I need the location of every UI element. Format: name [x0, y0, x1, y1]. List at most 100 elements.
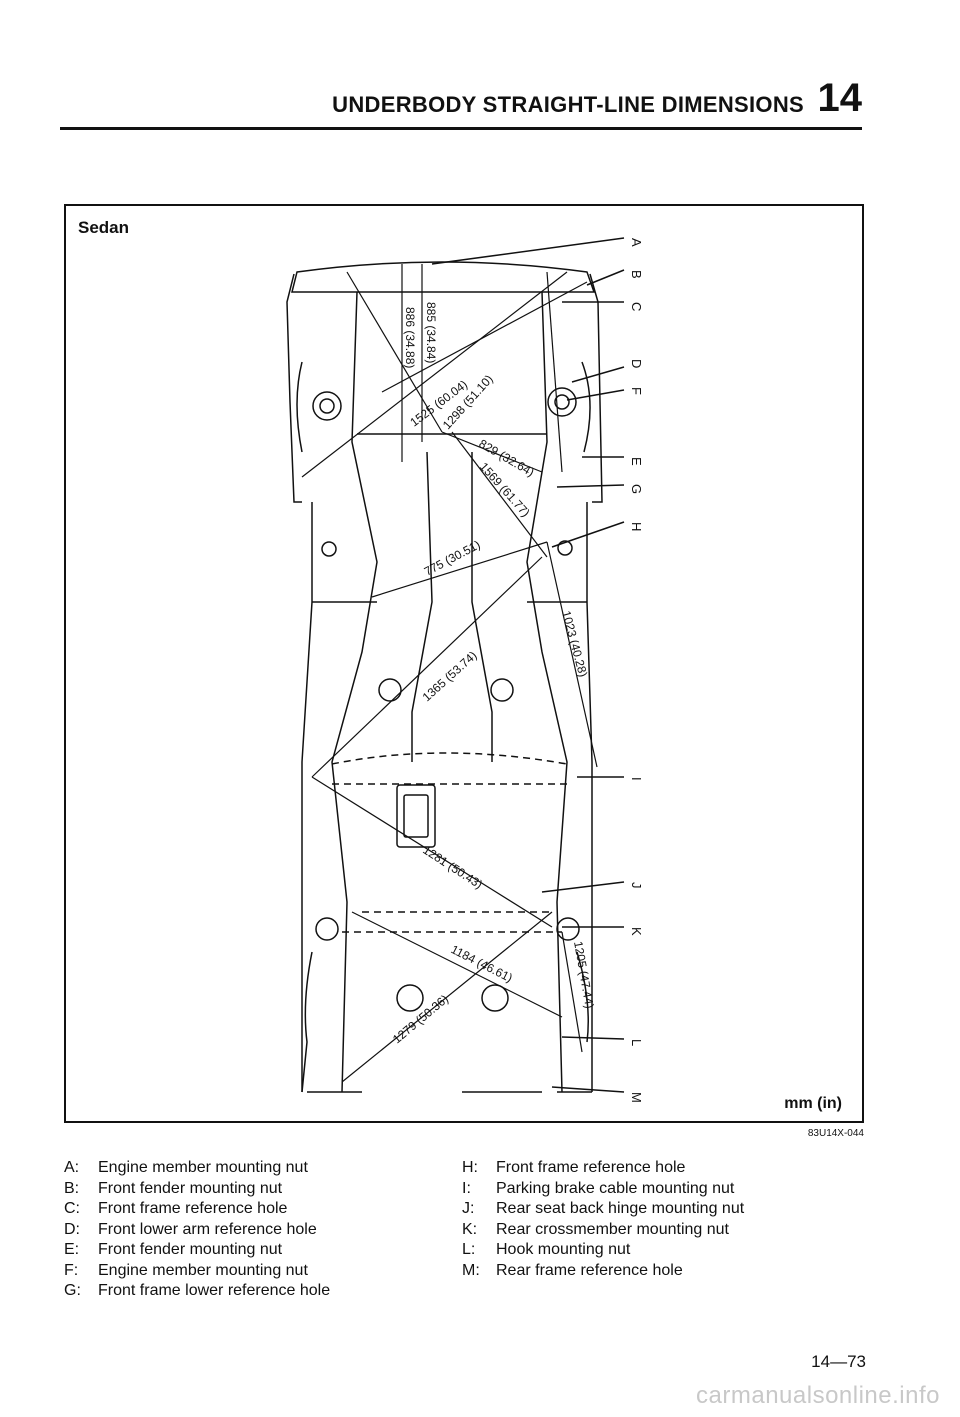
- watermark: carmanualsonline.info: [696, 1382, 940, 1409]
- legend-key: L:: [462, 1241, 476, 1258]
- dimension-label: 1205 (47.44): [571, 940, 597, 1009]
- point-label: G: [629, 484, 644, 494]
- dimension-label: 1281 (50.43): [420, 843, 485, 892]
- dimension-lines: [301, 264, 598, 1083]
- legend-item: A: Engine member mounting nut: [64, 1158, 330, 1179]
- spare-tire-well-inner: [403, 794, 429, 838]
- point-label: C: [629, 302, 644, 311]
- legend-item: J: Rear seat back hinge mounting nut: [462, 1199, 744, 1220]
- hole-rear-left: [315, 917, 339, 941]
- legend-text: Engine member mounting nut: [98, 1159, 308, 1176]
- page-header: UNDERBODY STRAIGHT-LINE DIMENSIONS 14: [60, 76, 863, 130]
- right-front-apron: [589, 273, 603, 503]
- hole-mid-right: [490, 678, 514, 702]
- hole-mid-left: [378, 678, 402, 702]
- rear-floor-dash: [331, 752, 568, 765]
- legend-key: C:: [64, 1200, 80, 1217]
- point-label: B: [629, 270, 644, 279]
- legend-text: Engine member mounting nut: [98, 1261, 308, 1279]
- dimension-label: 885 (34.84): [424, 302, 438, 363]
- left-front-wheel-arch: [296, 361, 303, 453]
- dimension-label: 1279 (50.36): [390, 992, 451, 1046]
- legend-item: K:Rear crossmember mounting nut: [462, 1220, 744, 1241]
- hole-c-left: [312, 391, 342, 421]
- legend-text: Front lower arm reference hole: [98, 1220, 317, 1238]
- hole-c-right-inner: [554, 394, 570, 410]
- right-front-wheel-arch: [581, 361, 591, 453]
- legend-key: I:: [462, 1179, 471, 1197]
- left-frame-rail: [331, 291, 378, 1093]
- figure-label: Sedan: [78, 218, 130, 237]
- legend-key: M:: [462, 1261, 480, 1279]
- spare-tire-well: [396, 784, 436, 848]
- front-crossmember: [291, 261, 596, 293]
- legend-key: G:: [64, 1282, 81, 1299]
- point-label: M: [629, 1092, 644, 1103]
- left-rear-wheel-arch: [301, 951, 313, 1093]
- hole-h-left: [321, 541, 337, 557]
- floor-tunnel-right: [471, 452, 493, 762]
- legend-item: M: Rear frame reference hole: [462, 1261, 744, 1282]
- point-letter-labels: A B C D F E G H I J K L M: [629, 238, 644, 1103]
- figure-frame: Sedan: [64, 204, 864, 1123]
- page-title: UNDERBODY STRAIGHT-LINE DIMENSIONS: [332, 92, 804, 117]
- point-label: F: [629, 387, 644, 395]
- legend-item: E: Front fender mounting nut: [64, 1240, 330, 1261]
- dimension-labels: 885 (34.84) 886 (34.88) 1525 (60.04) 129…: [390, 302, 597, 1046]
- legend-key: D:: [64, 1220, 80, 1238]
- point-label: D: [629, 359, 644, 368]
- point-label: E: [629, 457, 644, 466]
- point-label: K: [629, 927, 644, 936]
- legend-text: Front fender mounting nut: [98, 1179, 283, 1197]
- hole-m-right: [481, 984, 509, 1012]
- hole-c-left-inner: [319, 398, 335, 414]
- page-number: 14—73: [811, 1352, 866, 1371]
- chapter-number: 14: [817, 76, 863, 120]
- legend-item: D: Front lower arm reference hole: [64, 1220, 330, 1241]
- left-side-sill: [301, 502, 313, 1092]
- point-label: H: [629, 522, 644, 531]
- legend-item: C: Front frame reference hole: [64, 1199, 330, 1220]
- legend-text: Rear frame reference hole: [496, 1261, 683, 1279]
- figure-code: 83U14X-044: [807, 1128, 864, 1139]
- legend-key: J:: [462, 1200, 475, 1217]
- dimension-label: 1365 (53.74): [420, 648, 480, 704]
- legend-key: A:: [64, 1159, 80, 1176]
- hole-c-right: [547, 387, 577, 417]
- floor-tunnel: [411, 451, 433, 762]
- left-front-apron: [286, 273, 302, 503]
- legend-item: G: Front frame lower reference hole: [64, 1281, 330, 1302]
- legend-key: E:: [64, 1241, 80, 1258]
- legend-text: Front frame reference hole: [496, 1159, 686, 1176]
- legend-text: Front frame lower reference hole: [98, 1282, 331, 1299]
- point-label: J: [629, 882, 644, 889]
- legend-item: L:Hook mounting nut: [462, 1240, 744, 1261]
- legend-item: I: Parking brake cable mounting nut: [462, 1179, 744, 1200]
- legend-text: Parking brake cable mounting nut: [496, 1179, 735, 1197]
- hole-h-right: [557, 540, 573, 556]
- reference-holes: [312, 387, 580, 1012]
- point-leaders: [431, 237, 625, 1093]
- legend-key: K:: [462, 1220, 478, 1238]
- legend-item: F: Engine member mounting nut: [64, 1261, 330, 1282]
- hole-rear-right: [556, 917, 580, 941]
- dimension-label: 1023 (40.28): [559, 609, 590, 678]
- point-label: L: [629, 1039, 644, 1046]
- right-frame-rail: [526, 291, 568, 1093]
- legend-text: Front frame reference hole: [98, 1200, 288, 1217]
- legend-text: Rear seat back hinge mounting nut: [496, 1200, 745, 1217]
- underbody-diagram: A B C D F E G H I J K L M 885 (34.84) 88…: [286, 237, 644, 1103]
- header-rule: [60, 127, 862, 130]
- vehicle-outline: [286, 261, 603, 1093]
- legend-text: Front fender mounting nut: [98, 1241, 283, 1258]
- point-label: A: [629, 238, 644, 247]
- dimension-label: 1184 (46.61): [449, 942, 515, 985]
- legend-key: H:: [462, 1159, 478, 1176]
- dimension-label: 886 (34.88): [403, 307, 417, 368]
- legend-item: B: Front fender mounting nut: [64, 1179, 330, 1200]
- legend-item: H: Front frame reference hole: [462, 1158, 744, 1179]
- point-label: I: [629, 777, 644, 781]
- legend-key: F:: [64, 1261, 79, 1279]
- legend-left-column: A: Engine member mounting nut B: Front fen…: [64, 1158, 330, 1302]
- legend-key: B:: [64, 1179, 80, 1197]
